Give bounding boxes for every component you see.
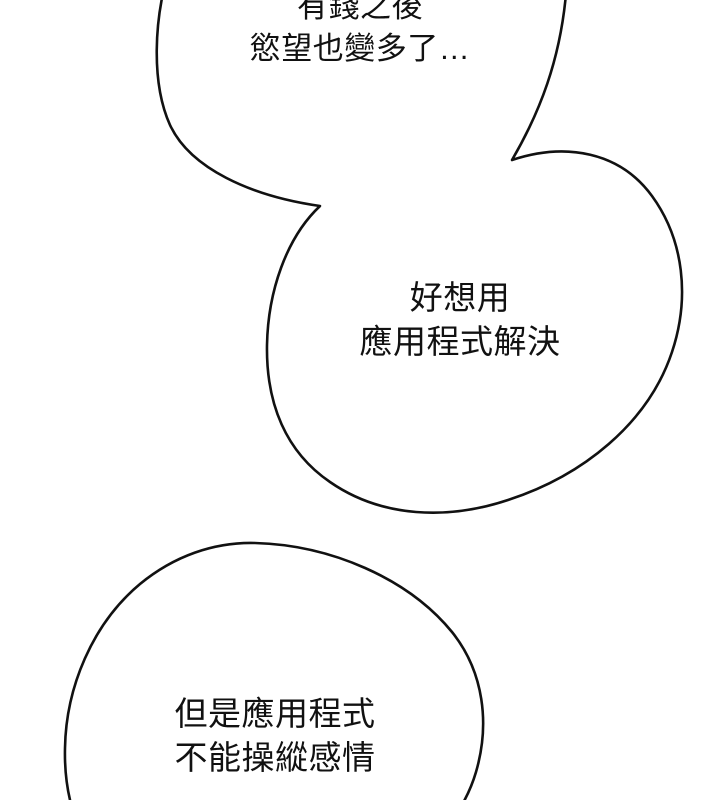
bubble-middle-line-2: 應用程式解決 — [359, 323, 561, 361]
bubble-middle-text: 好想用 應用程式解決 — [240, 276, 680, 364]
bubble-bottom-outline — [63, 541, 485, 800]
bubble-top-text: 有錢之後 慾望也變多了… — [0, 0, 720, 69]
bubble-top-line-1: 有錢之後 — [297, 0, 423, 24]
bubble-middle-line-1: 好想用 — [409, 279, 511, 316]
bubble-bottom-line-2: 不能操縱感情 — [174, 739, 376, 777]
bubble-bottom-line-1: 但是應用程式 — [174, 695, 376, 732]
bubble-top-merged-outline — [155, 0, 684, 514]
bubble-top-line-2: 慾望也變多了… — [249, 30, 471, 66]
bubble-bottom-text: 但是應用程式 不能操縱感情 — [45, 692, 505, 780]
